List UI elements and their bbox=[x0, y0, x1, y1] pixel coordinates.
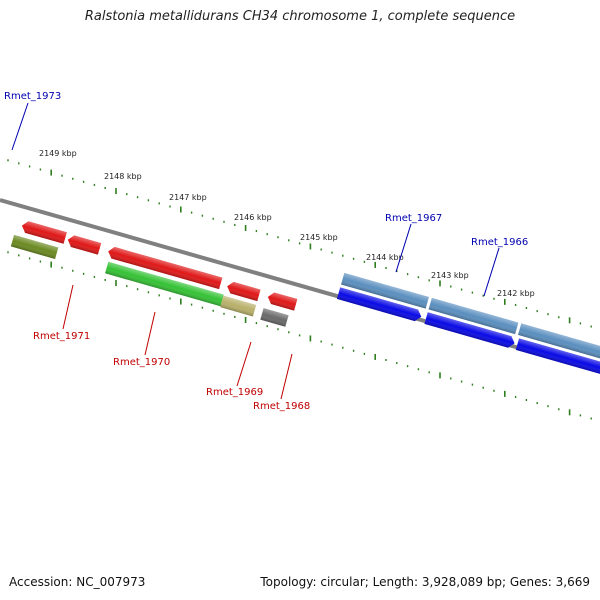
gene-feature-steel[interactable] bbox=[517, 323, 600, 360]
gene-label-rmet-1967[interactable]: Rmet_1967 bbox=[385, 213, 442, 224]
gene-feature-rmet-1971[interactable] bbox=[10, 234, 59, 260]
ruler-label: 2149 kbp bbox=[39, 149, 77, 158]
leader-line bbox=[11, 102, 29, 151]
gene-label-rmet-1966[interactable]: Rmet_1966 bbox=[471, 237, 528, 248]
ruler-label: 2146 kbp bbox=[234, 213, 272, 222]
gene-label-rmet-1971[interactable]: Rmet_1971 bbox=[33, 331, 90, 342]
genome-summary-text: Topology: circular; Length: 3,928,089 bp… bbox=[260, 575, 590, 589]
gene-feature-blue[interactable] bbox=[336, 287, 423, 322]
ruler-ticks-inner bbox=[7, 251, 592, 420]
gene-feature-red[interactable] bbox=[107, 246, 223, 290]
ruler-label: 2145 kbp bbox=[300, 233, 338, 242]
leader-line bbox=[236, 341, 252, 387]
gene-feature-red[interactable] bbox=[266, 291, 298, 311]
gene-feature-red[interactable] bbox=[20, 220, 67, 244]
gene-label-rmet-1968[interactable]: Rmet_1968 bbox=[253, 401, 310, 412]
gene-feature-red[interactable] bbox=[66, 234, 102, 255]
leader-line bbox=[144, 311, 156, 356]
gene-feature-rmet-1968[interactable] bbox=[260, 308, 289, 327]
page-title: Ralstonia metallidurans CH34 chromosome … bbox=[84, 9, 516, 24]
ruler-label: 2143 kbp bbox=[431, 271, 469, 280]
gene-feature-rmet-1966[interactable] bbox=[428, 297, 519, 335]
leader-line bbox=[483, 247, 500, 297]
ruler-label: 2144 kbp bbox=[366, 253, 404, 262]
gene-feature-rmet-1970[interactable] bbox=[105, 261, 224, 307]
gene-feature-red[interactable] bbox=[226, 281, 261, 302]
gene-label-rmet-1970[interactable]: Rmet_1970 bbox=[113, 357, 170, 368]
gene-feature-rmet-1967[interactable] bbox=[341, 272, 429, 309]
gene-feature-blue[interactable] bbox=[515, 338, 600, 375]
gene-label-rmet-1973[interactable]: Rmet_1973 bbox=[4, 91, 61, 102]
leader-line bbox=[395, 223, 412, 273]
leader-line bbox=[280, 353, 293, 400]
leader-line bbox=[62, 284, 74, 330]
accession-text: Accession: NC_007973 bbox=[9, 575, 146, 589]
gene-feature-blue[interactable] bbox=[424, 312, 516, 349]
ruler-label: 2147 kbp bbox=[169, 193, 207, 202]
gene-label-rmet-1969[interactable]: Rmet_1969 bbox=[206, 387, 263, 398]
ruler-label: 2148 kbp bbox=[104, 172, 142, 181]
gene-feature-rmet-1969[interactable] bbox=[220, 295, 257, 317]
ruler-label: 2142 kbp bbox=[497, 289, 535, 298]
